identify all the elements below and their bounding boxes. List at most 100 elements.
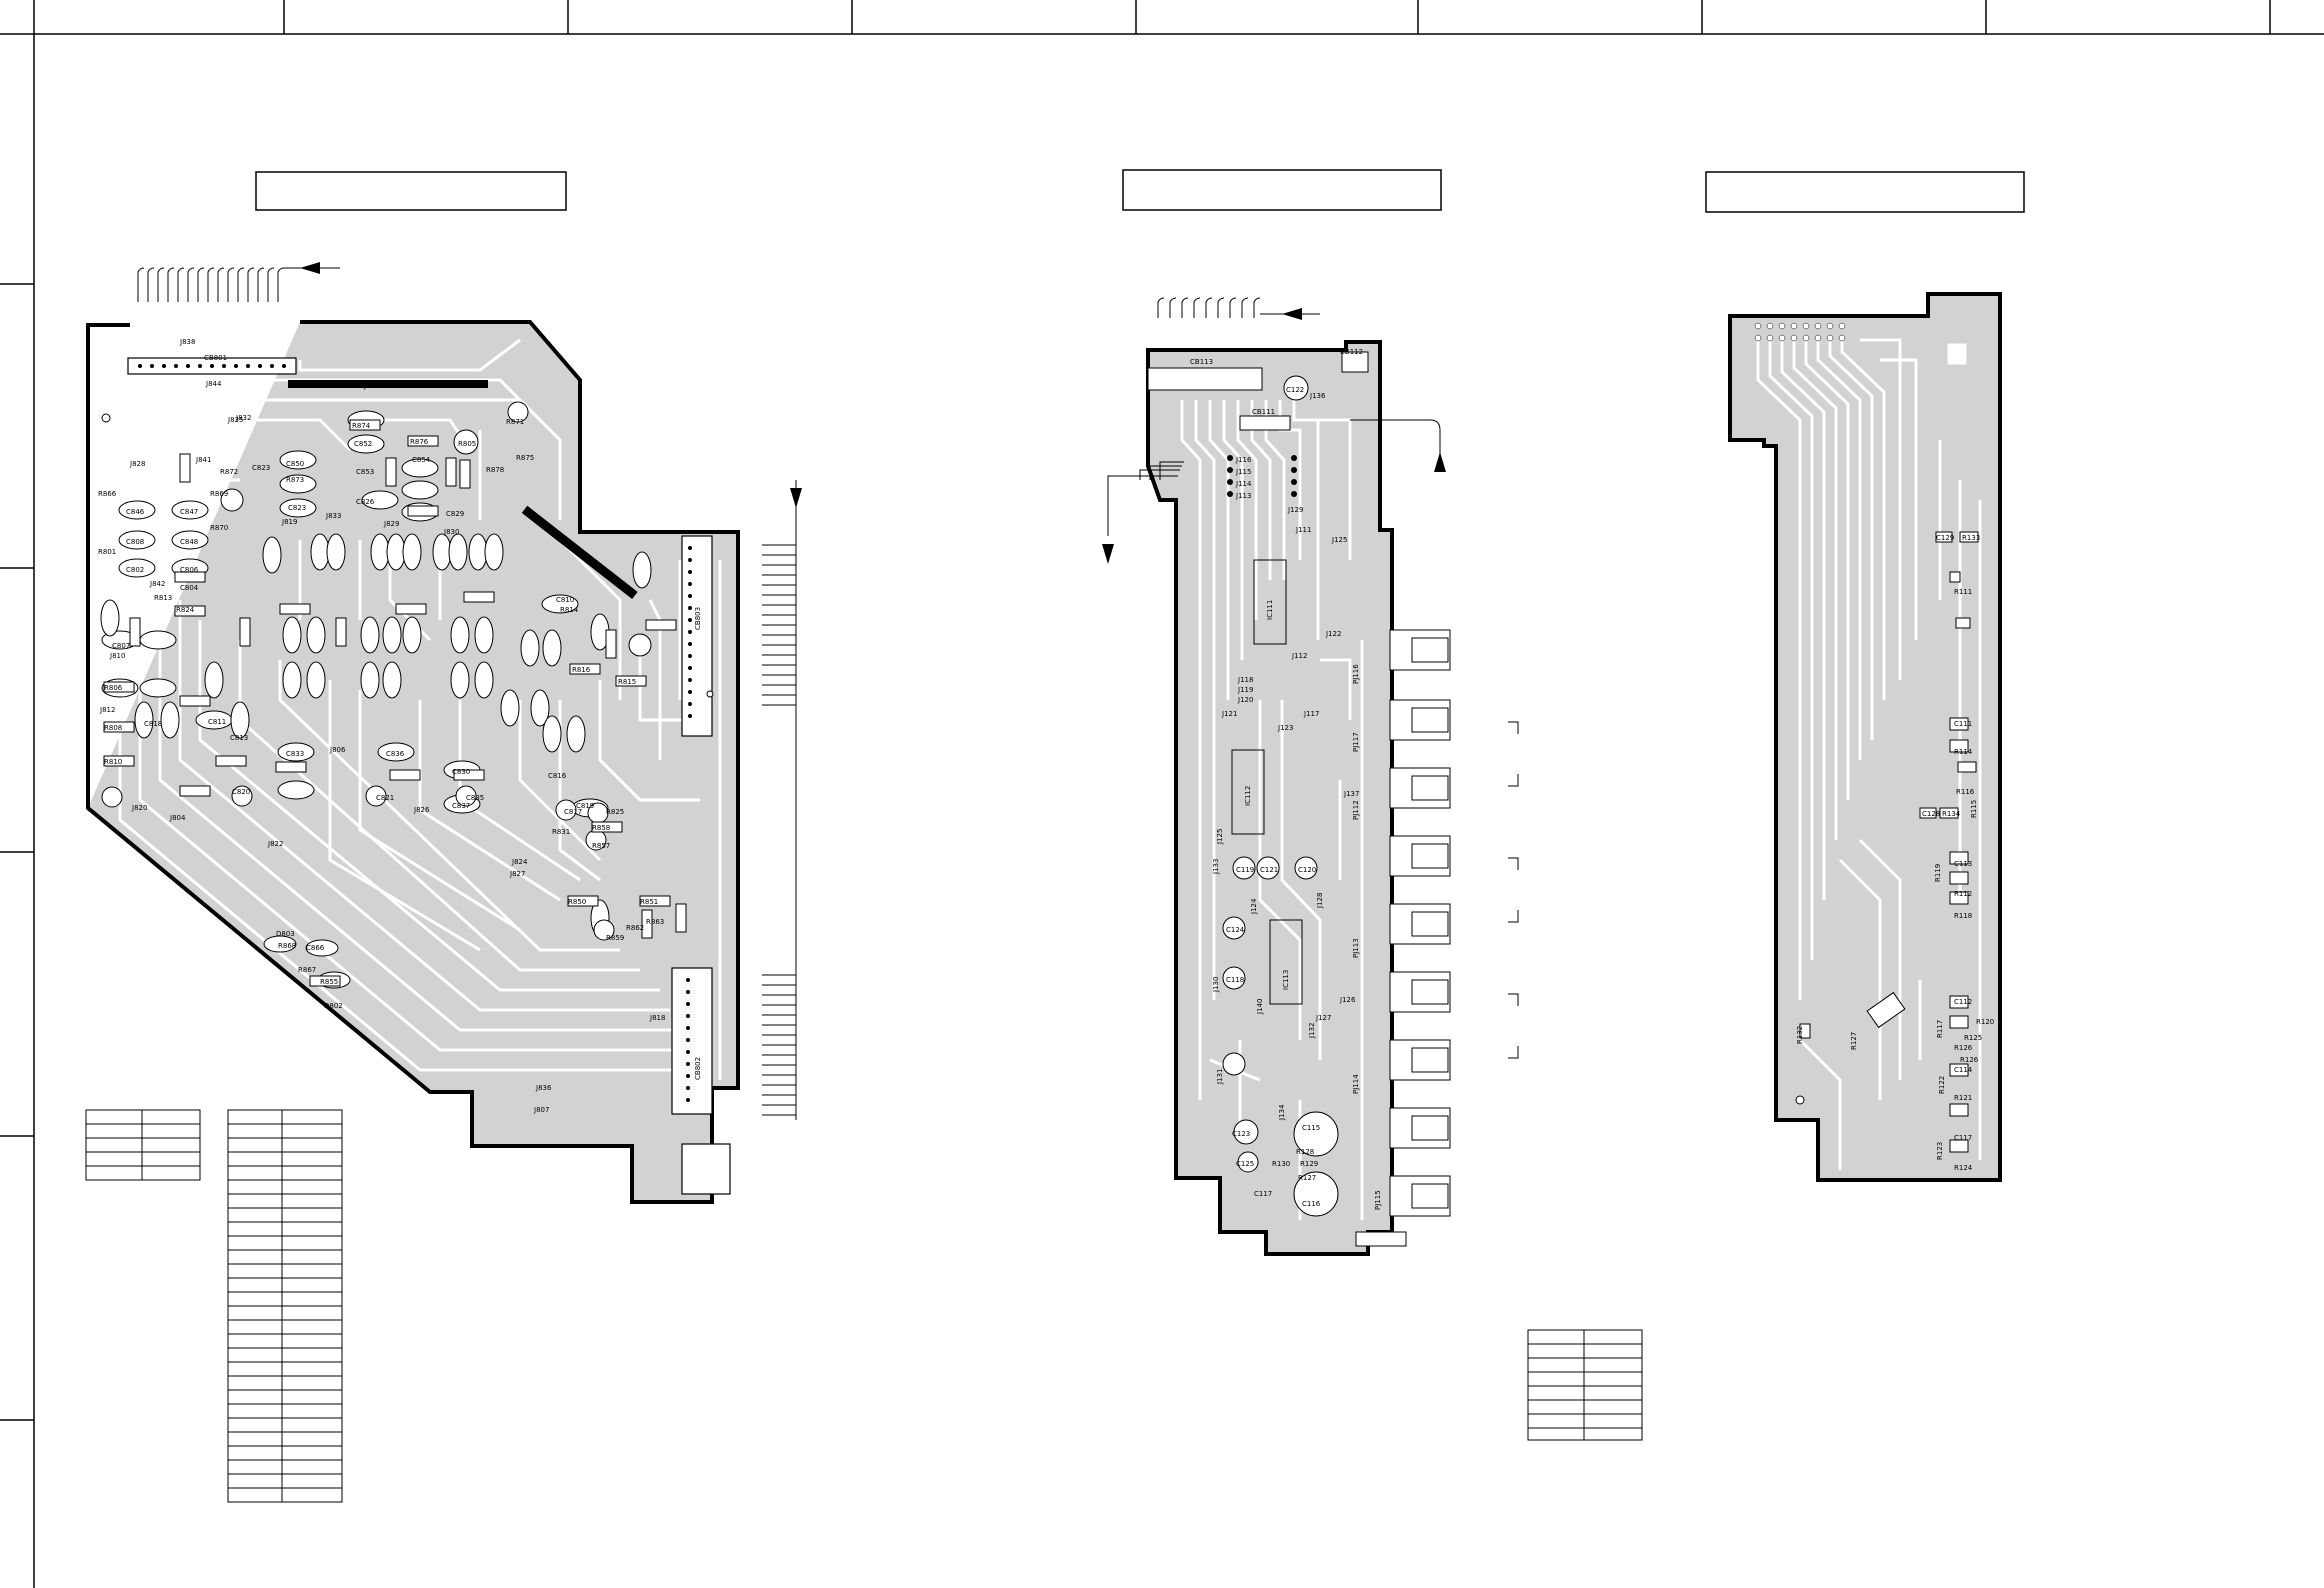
label-j828: J828 [129,460,145,468]
label-j829: J829 [383,520,399,528]
label-c116: C116 [1302,1200,1321,1208]
label-r806: R806 [104,684,123,692]
label-r126-b: R126 [1960,1056,1979,1064]
label-c837: C837 [452,802,470,810]
label-ic112: IC112 [1244,786,1252,806]
label-r866: R866 [98,490,117,498]
label-r133: R133 [1962,534,1980,542]
label-j835: J835 [227,416,243,424]
input-table [1527,1329,1643,1441]
label-j120: J120 [1237,696,1253,704]
label-c121: C121 [1260,866,1278,874]
label-c818: C818 [144,720,162,728]
label-r127: R127 [1298,1174,1316,1182]
input-ic111 [1253,559,1287,645]
label-r119: R119 [1934,864,1942,882]
label-r873: R873 [286,476,304,484]
label-r871: R871 [506,418,524,426]
label-r851: R851 [640,898,658,906]
label-j126: J126 [1339,996,1356,1004]
label-j810: J810 [109,652,125,660]
label-j125: J125 [1331,536,1347,544]
input-down-left-arrow-icon [1102,544,1114,564]
label-j124: J124 [1250,898,1258,915]
input-connector-cb113 [1147,367,1263,391]
label-j133: J133 [1212,859,1220,875]
label-r114: R114 [1954,748,1973,756]
label-r875: R875 [516,454,534,462]
label-c112: C112 [1954,998,1972,1006]
label-r867: R867 [298,966,316,974]
label-r857: R857 [592,842,610,850]
label-r124: R124 [1954,1164,1973,1172]
label-j818: J818 [649,1014,665,1022]
solder-pads-top [1754,322,1846,342]
label-j819: J819 [281,518,297,526]
label-c124: C124 [1226,926,1245,934]
label-j122: J122 [1325,630,1341,638]
solder-component-labels: C129 R133 R111 R114 C111 R116 C128 R134 … [1796,534,1994,1172]
label-j121: J121 [1221,710,1237,718]
label-j832: J832 [235,414,251,422]
label-r825: R825 [606,808,624,816]
label-j826: J826 [413,806,430,814]
input-rca-jacks [1355,629,1451,1247]
label-r808: R808 [104,724,122,732]
label-d803: D803 [276,930,295,938]
label-r872: R872 [220,468,238,476]
main-round-parts [101,401,652,941]
label-j111: J111 [1295,526,1311,534]
label-c821: C821 [376,794,394,802]
label-c119: C119 [1236,866,1254,874]
label-ic113: IC113 [1282,970,1290,990]
label-j137: J137 [1343,790,1359,798]
label-c129: C129 [1936,534,1954,542]
label-r134: R134 [1942,810,1961,818]
label-cb801: CB801 [204,354,227,362]
label-c866: C866 [306,944,325,952]
solder-board-body [1730,294,2000,1180]
label-r116: R116 [1956,788,1975,796]
label-r120: R120 [1976,1018,1994,1026]
label-c833: C833 [286,750,304,758]
label-j129: J129 [1287,506,1303,514]
label-c111: C111 [1954,720,1972,728]
label-c816: C816 [548,772,567,780]
label-j807: J807 [533,1106,549,1114]
label-pj112: PJ112 [1352,800,1360,820]
label-c817: C817 [564,808,582,816]
label-c120: C120 [1298,866,1316,874]
label-j842: J842 [149,580,165,588]
label-j134: J134 [1278,1104,1286,1121]
label-j127: J127 [1315,1014,1331,1022]
label-r814: R814 [560,606,579,614]
label-d802: D802 [324,1002,343,1010]
main-board-outline [86,320,740,1204]
main-right-arrow-icon [790,488,802,508]
label-r122: R122 [1938,1076,1946,1094]
main-mounting-hole-2 [706,690,714,698]
label-j112: J112 [1291,652,1307,660]
label-j118: J118 [1237,676,1253,684]
label-c113: C113 [1954,860,1972,868]
label-r118: R118 [1954,912,1972,920]
main-jumper-jy803 [288,380,488,388]
label-r824: R824 [176,606,195,614]
label-r876: R876 [410,438,429,446]
label-c117: C117 [1254,1190,1272,1198]
label-j119: J119 [1237,686,1253,694]
label-r878: R878 [486,466,504,474]
label-j830: J830 [443,528,459,536]
label-j132: J132 [1308,1023,1316,1039]
main-mounting-hole [101,413,111,423]
label-pj113: PJ113 [1352,938,1360,958]
label-r805: R805 [458,440,476,448]
label-j844: J844 [205,380,222,388]
label-c835: C835 [466,794,484,802]
input-jumper-list [1227,455,1297,497]
label-j820: J820 [131,804,147,812]
label-r121: R121 [1954,1094,1972,1102]
solder-smd-parts [1799,531,1979,1153]
main-jumper-diagonal [521,505,638,600]
